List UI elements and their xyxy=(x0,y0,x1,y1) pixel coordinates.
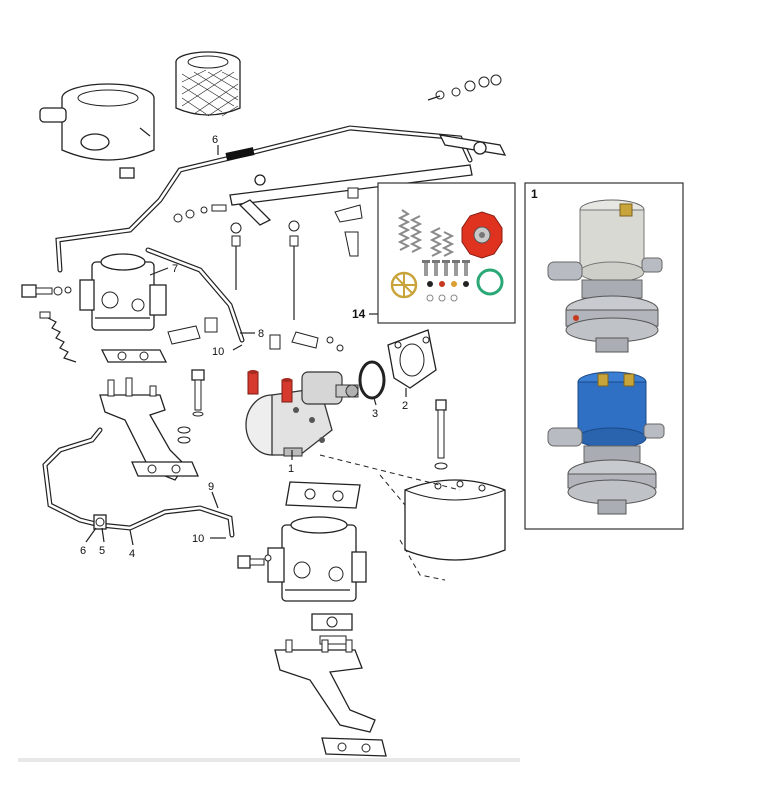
mechanical-fuel-pump xyxy=(245,370,359,457)
kit-green-ring xyxy=(476,268,504,296)
callout-6-lower: 6 xyxy=(80,545,86,557)
dashed-leaders xyxy=(319,454,461,581)
fuel-line-8 xyxy=(145,247,245,343)
callout-6-upper: 6 xyxy=(212,134,218,146)
pump-gasket xyxy=(387,329,437,389)
callout-3: 3 xyxy=(372,408,378,420)
callout-2: 2 xyxy=(402,400,408,412)
air-cleaner-lower xyxy=(404,479,506,561)
callout-5: 5 xyxy=(99,545,105,557)
gasket-lower-top xyxy=(285,481,361,509)
fuel-line-upper xyxy=(55,125,473,273)
callout-7: 7 xyxy=(172,263,178,275)
linkage-parts-mid xyxy=(167,220,344,352)
air-cleaner-housing xyxy=(39,83,155,179)
callout-8: 8 xyxy=(258,328,264,340)
spring-left xyxy=(39,311,77,363)
pump-o-ring xyxy=(358,360,386,400)
gasket-lower-mid xyxy=(311,613,353,645)
bolt-lower-left xyxy=(237,554,272,569)
callout-10-upper: 10 xyxy=(212,346,224,358)
intake-manifold-lower xyxy=(274,639,376,733)
hardware-middle xyxy=(173,187,363,257)
electric-pump-panel: 1 xyxy=(524,182,684,530)
bolt-left xyxy=(21,284,72,298)
carburetor-upper xyxy=(79,253,167,331)
kit-valve-star xyxy=(390,271,418,299)
callout-9: 9 xyxy=(208,481,214,493)
gasket-bottom xyxy=(321,737,387,757)
callout-leaders xyxy=(85,145,407,546)
hose-4-assembly xyxy=(42,427,235,538)
throttle-linkage-rod xyxy=(229,134,507,226)
kit-diaphragm xyxy=(461,211,503,259)
callout-14: 14 xyxy=(352,307,366,321)
bolt-center xyxy=(177,369,205,444)
electric-panel-label: 1 xyxy=(531,187,538,201)
gasket-upper xyxy=(100,349,168,363)
intake-manifold-left xyxy=(99,377,199,481)
callout-1-pump: 1 xyxy=(288,463,294,475)
electric-pump-blue xyxy=(547,371,665,515)
kit-springs xyxy=(397,209,455,257)
stud-bolt-right xyxy=(434,399,448,470)
kit-screws xyxy=(422,260,470,276)
carburetor-lower xyxy=(267,516,367,602)
repair-kit-panel xyxy=(377,182,516,324)
callout-10-lower: 10 xyxy=(192,533,204,545)
electric-pump-grey xyxy=(547,199,663,353)
callout-4: 4 xyxy=(129,548,135,560)
air-filter-element xyxy=(175,51,241,117)
kit-seals xyxy=(426,281,469,302)
hardware-top-right xyxy=(427,74,502,101)
